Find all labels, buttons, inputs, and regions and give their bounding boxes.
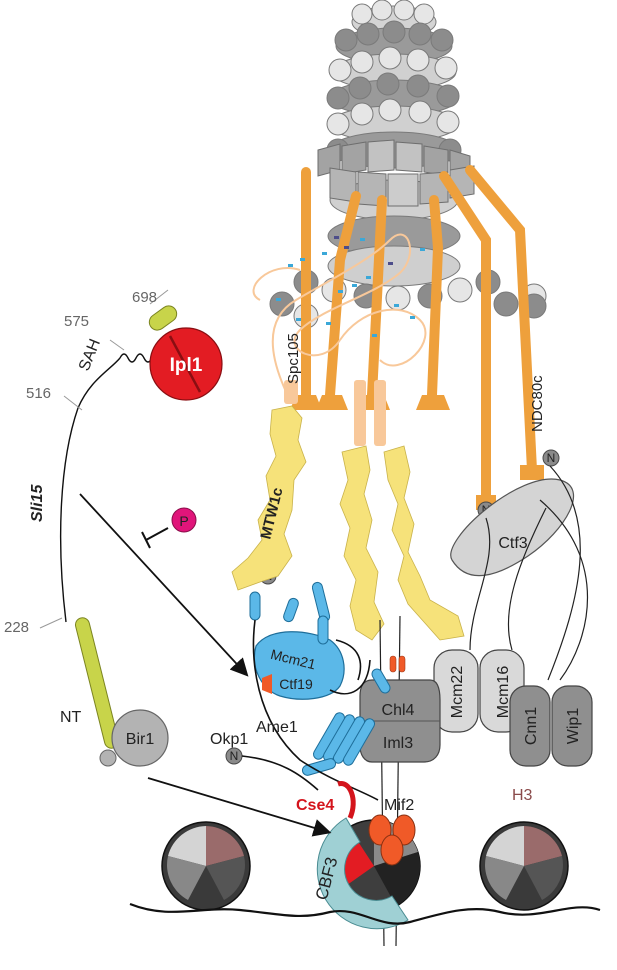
ctf19-complex: Mcm21 Ctf19 bbox=[253, 631, 345, 700]
n-terminus-label: N bbox=[230, 749, 239, 763]
ame1-label: Ame1 bbox=[256, 719, 298, 736]
cse4-n-tail bbox=[337, 781, 356, 820]
mif2-label: Mif2 bbox=[384, 797, 414, 814]
residue-575-label: 575 bbox=[64, 313, 89, 330]
mcm22-label: Mcm22 bbox=[449, 666, 466, 719]
blue-helix-segments bbox=[249, 581, 391, 694]
ndc80c-label: NDC80c bbox=[529, 375, 546, 432]
ame1-okp1-lines bbox=[241, 619, 379, 801]
cnn1-label: Cnn1 bbox=[523, 707, 540, 745]
ipl1-kinase: Ipl1 bbox=[149, 327, 223, 401]
phospho-inhibition: P bbox=[141, 507, 197, 549]
h3-nucleosome-left bbox=[161, 821, 251, 911]
ctf3-label: Ctf3 bbox=[498, 535, 527, 552]
mcm22-protein: Mcm22 bbox=[433, 649, 479, 733]
microtubule bbox=[269, 0, 547, 329]
okp1-label: Okp1 bbox=[210, 731, 248, 748]
sli15-nt-helix bbox=[74, 617, 120, 749]
nt-label: NT bbox=[60, 709, 82, 726]
bir1-label: Bir1 bbox=[126, 731, 155, 748]
sli15-to-ctf19-arrow bbox=[79, 493, 249, 677]
wip1-protein: Wip1 bbox=[551, 685, 593, 767]
iml3-label: Iml3 bbox=[383, 735, 413, 752]
sli15-label: Sli15 bbox=[29, 484, 46, 522]
mtw1-complex bbox=[231, 405, 465, 641]
n-terminus-marker: N bbox=[225, 747, 243, 765]
phospho-label: P bbox=[179, 513, 188, 529]
cse4-label: Cse4 bbox=[296, 797, 334, 814]
mcm16-label: Mcm16 bbox=[495, 666, 512, 719]
bir1-to-cbf3-arrow bbox=[147, 777, 332, 837]
ipl1-label: Ipl1 bbox=[170, 355, 203, 376]
residue-516-label: 516 bbox=[26, 385, 51, 402]
h3-nucleosome-right bbox=[479, 821, 569, 911]
chl4-iml3-complex: Chl4 Iml3 bbox=[359, 679, 441, 763]
cnn1-protein: Cnn1 bbox=[509, 685, 551, 767]
spc105-loops bbox=[252, 233, 427, 401]
ctf3-protein: Ctf3 bbox=[450, 478, 575, 577]
sli15-protein bbox=[59, 305, 178, 749]
wip1-label: Wip1 bbox=[565, 708, 582, 745]
ame1-okp1-coiled-coil bbox=[301, 712, 375, 776]
ndc80-complex bbox=[301, 165, 537, 505]
chl4-label: Chl4 bbox=[382, 702, 415, 719]
spc105-rmeld-motifs bbox=[334, 236, 393, 265]
bir1-protein: Bir1 bbox=[99, 709, 169, 767]
h3-label: H3 bbox=[512, 787, 533, 804]
mif2-binding-markers bbox=[389, 655, 406, 673]
sah-label: SAH bbox=[76, 337, 104, 374]
sli15-in-box bbox=[148, 305, 178, 331]
n-terminus-label: N bbox=[547, 451, 556, 465]
residue-228-label: 228 bbox=[4, 619, 29, 636]
residue-698-label: 698 bbox=[132, 289, 157, 306]
residue-ticks bbox=[39, 289, 169, 629]
n-terminus-marker: N bbox=[542, 449, 560, 467]
spc105-helices bbox=[284, 380, 386, 446]
ndc80-heads bbox=[290, 395, 544, 510]
spc105-label: Spc105 bbox=[285, 333, 302, 384]
ctf19-label: Ctf19 bbox=[279, 676, 313, 692]
mif2-protein bbox=[368, 814, 416, 866]
dna-strand bbox=[129, 902, 601, 925]
spc105-motifs bbox=[276, 238, 425, 337]
